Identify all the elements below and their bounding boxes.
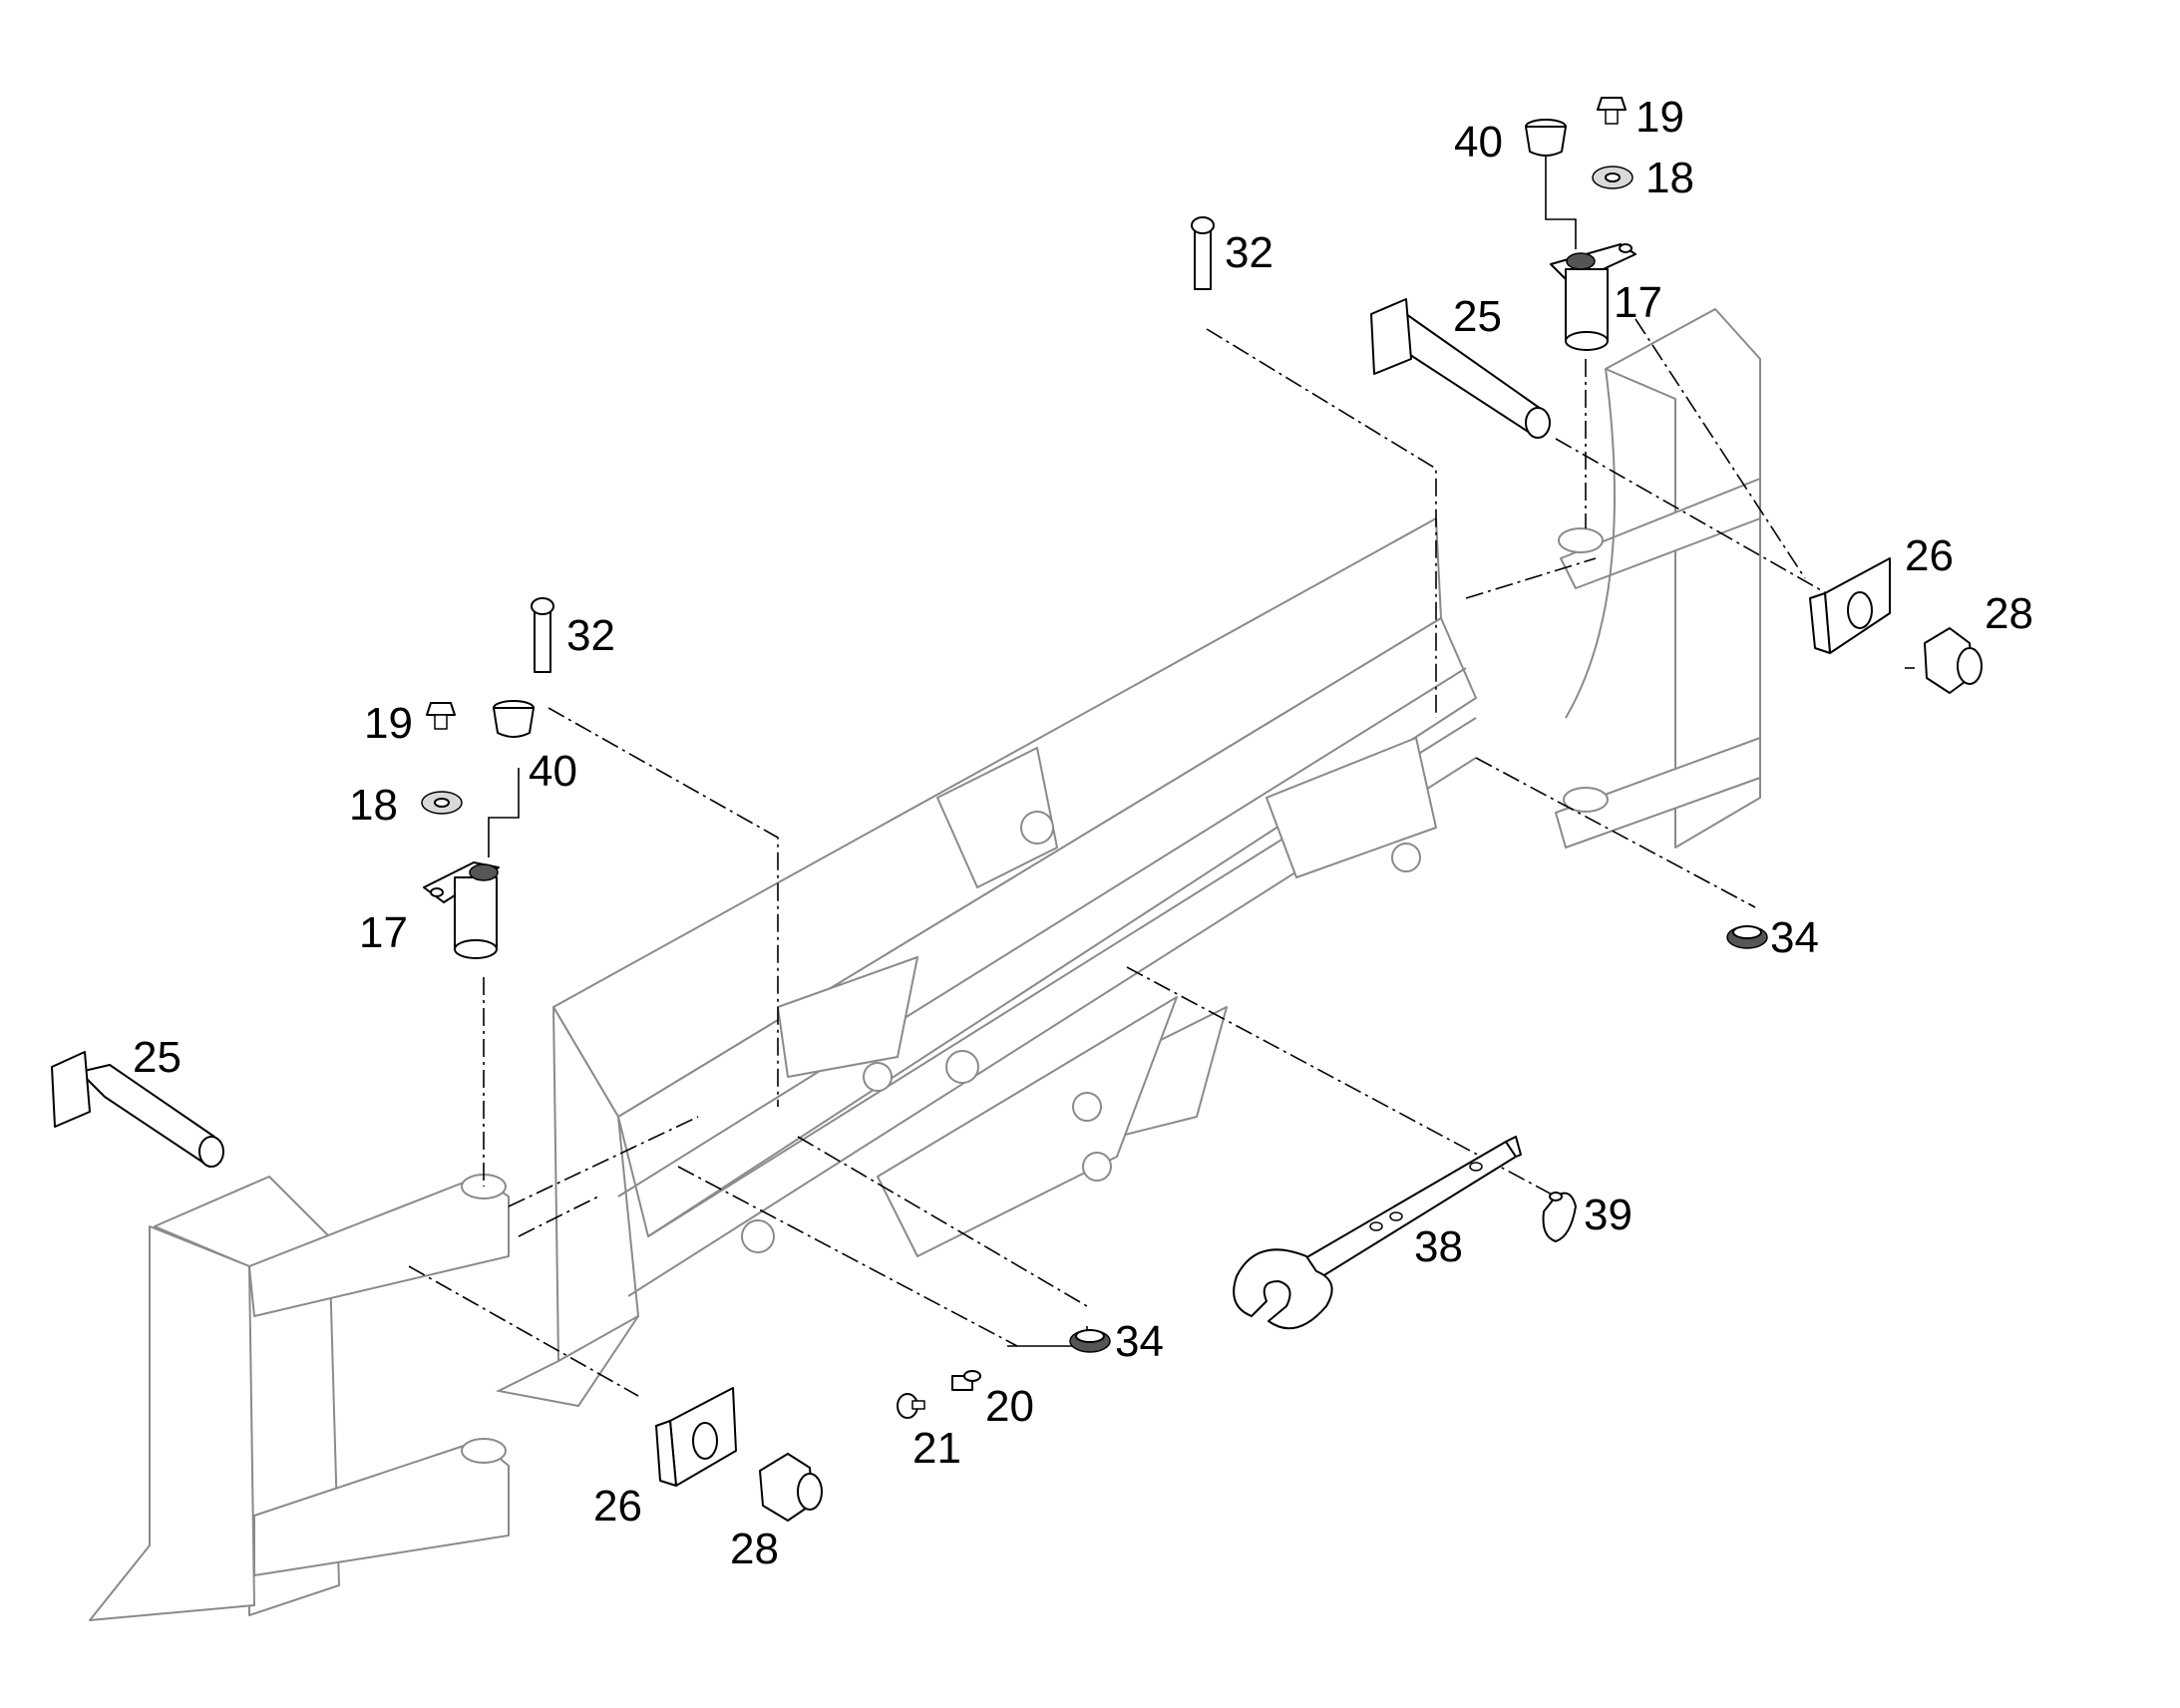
cap-40-right xyxy=(1525,119,1567,157)
plate-26-left xyxy=(655,1387,737,1487)
callout-26-right: 26 xyxy=(1905,531,1954,580)
callout-19-left: 19 xyxy=(364,699,413,748)
clip-34-right xyxy=(1726,925,1768,949)
callout-28-left: 28 xyxy=(730,1525,779,1573)
cap-21 xyxy=(897,1393,925,1419)
clip-34-center xyxy=(1069,1329,1111,1353)
callout-17-left: 17 xyxy=(359,908,408,957)
callout-labels: 19 40 18 32 17 25 26 28 34 32 19 40 18 1… xyxy=(133,93,2033,1573)
callout-39: 39 xyxy=(1584,1191,1633,1239)
bolt-19-right xyxy=(1597,97,1627,125)
left-end-frame xyxy=(89,1174,510,1621)
cap-40-left xyxy=(493,700,535,738)
nut-28-right xyxy=(1924,627,1983,694)
plate-26-right xyxy=(1809,557,1891,654)
bolt-19-left xyxy=(426,702,456,730)
washer-18-left xyxy=(421,791,463,815)
pin-17-right xyxy=(1550,243,1636,351)
pin-32-left xyxy=(531,597,554,673)
callout-26-left: 26 xyxy=(593,1482,642,1531)
callout-20: 20 xyxy=(985,1382,1034,1431)
grease-nipple-20 xyxy=(951,1370,981,1391)
callout-17-right: 17 xyxy=(1614,278,1662,327)
callout-25-right: 25 xyxy=(1453,292,1502,341)
pin-32-right xyxy=(1191,216,1215,290)
callout-25-left: 25 xyxy=(133,1033,182,1082)
wrench-38 xyxy=(1233,1136,1522,1330)
callout-32-left: 32 xyxy=(566,611,615,660)
pin-17-left xyxy=(423,861,500,959)
bolt-25-left xyxy=(51,1051,224,1168)
clip-39 xyxy=(1542,1192,1577,1242)
callout-40-right: 40 xyxy=(1454,118,1503,167)
blade-beam xyxy=(495,517,1477,1408)
callout-34-center: 34 xyxy=(1115,1317,1164,1366)
nut-28-left xyxy=(759,1453,823,1522)
callout-19-right: 19 xyxy=(1635,93,1684,142)
callout-34-right: 34 xyxy=(1770,913,1819,962)
callout-28-right: 28 xyxy=(1985,589,2033,638)
callout-32-right: 32 xyxy=(1225,228,1273,277)
callout-18-left: 18 xyxy=(349,781,398,830)
callout-21: 21 xyxy=(912,1424,961,1473)
washer-18-right xyxy=(1592,166,1634,189)
bolt-25-right xyxy=(1370,298,1551,439)
right-end-frame xyxy=(1555,308,1761,849)
callout-40-left: 40 xyxy=(529,747,577,796)
callout-18-right: 18 xyxy=(1645,154,1694,202)
callout-38: 38 xyxy=(1414,1222,1463,1271)
